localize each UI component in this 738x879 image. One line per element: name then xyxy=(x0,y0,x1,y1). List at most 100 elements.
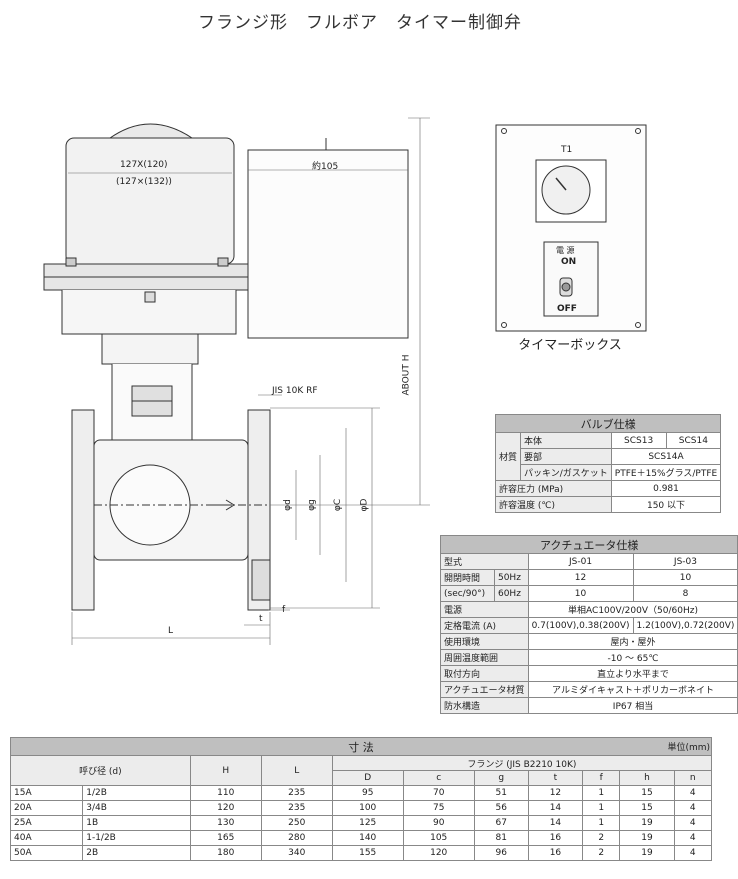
ambient-label: 周囲温度範囲 xyxy=(440,649,529,666)
table-cell: 15A xyxy=(9,785,84,801)
pressure-value: 0.981 xyxy=(610,480,722,497)
on-label: ON xyxy=(561,257,577,267)
table-cell: 19 xyxy=(619,830,675,846)
l-label: L xyxy=(168,626,174,636)
dim-105-label: 約105 xyxy=(312,162,339,172)
flange-col-d: D xyxy=(331,770,404,786)
table-cell: 100 xyxy=(331,800,404,816)
body-value-1: SCS13 xyxy=(610,432,667,449)
temp-label: 許容温度 (℃) xyxy=(495,496,612,513)
main-part-value: SCS14A xyxy=(610,448,722,465)
phi-g-label: φg xyxy=(306,499,317,511)
valve-spec-table: バルブ仕様 材質 本体 SCS13 SCS14 要部 SCS14A パッキン/ガ… xyxy=(494,414,722,513)
table-cell: 4 xyxy=(673,785,713,801)
table-cell: 125 xyxy=(331,815,404,831)
t-label: t xyxy=(259,614,263,624)
table-cell: 280 xyxy=(260,830,333,846)
valve-yoke xyxy=(101,333,199,365)
hz60-label: 60Hz xyxy=(493,585,529,602)
table-cell: 250 xyxy=(260,815,333,831)
timer-box-side xyxy=(247,149,409,339)
off-label: OFF xyxy=(557,304,577,314)
model-2: JS-03 xyxy=(632,553,738,570)
table-cell: 1 xyxy=(581,800,621,816)
table-cell: 2B xyxy=(82,845,191,861)
table-cell: 50A xyxy=(9,845,84,861)
table-cell: 20A xyxy=(9,800,84,816)
body-label: 本体 xyxy=(520,432,612,449)
table-cell: 1B xyxy=(82,815,191,831)
table-cell: 3/4B xyxy=(82,800,191,816)
power-source-value: 単相AC100V/200V（50/60Hz) xyxy=(527,601,738,618)
current-1: 0.7(100V),0.38(200V) xyxy=(527,617,634,634)
page-title: フランジ形 フルボア タイマー制御弁 xyxy=(198,13,522,33)
table-cell: 1 xyxy=(581,785,621,801)
table-cell: 120 xyxy=(189,800,262,816)
valve-drawing xyxy=(43,117,647,645)
packing-value: PTFE＋15%グラス/PTFE xyxy=(610,464,722,481)
time-label-2: (sec/90°) xyxy=(440,585,495,602)
table-cell: 1/2B xyxy=(82,785,191,801)
table-cell: 235 xyxy=(260,800,333,816)
ambient-value: -10 ～ 65℃ xyxy=(527,649,738,666)
table-cell: 2 xyxy=(581,845,621,861)
mount-label: 取付方向 xyxy=(440,665,529,682)
timer-t1-label: T1 xyxy=(561,145,573,155)
hz50-label: 50Hz xyxy=(493,569,529,586)
packing-label: パッキン/ガスケット xyxy=(520,464,612,481)
dim-127b-label: (127×(132)) xyxy=(116,177,172,187)
table-cell: 90 xyxy=(402,815,475,831)
flange-col-n: n xyxy=(673,770,713,786)
table-cell: 120 xyxy=(402,845,475,861)
table-cell: 25A xyxy=(9,815,84,831)
phi-d-label: φd xyxy=(282,499,293,511)
t60-2: 8 xyxy=(632,585,738,602)
flange-header: フランジ (JIS B2210 10K) xyxy=(331,755,713,771)
table-cell: 155 xyxy=(331,845,404,861)
env-value: 屋内・屋外 xyxy=(527,633,738,650)
table-cell: 4 xyxy=(673,845,713,861)
l-header: L xyxy=(260,755,333,786)
flange-col-f: f xyxy=(581,770,621,786)
waterproof-label: 防水構造 xyxy=(440,697,529,714)
phi-D-label: φD xyxy=(359,498,370,512)
table-cell: 105 xyxy=(402,830,475,846)
waterproof-value: IP67 相当 xyxy=(527,697,738,714)
table-cell: 75 xyxy=(402,800,475,816)
unit-label: 単位(mm) xyxy=(667,743,710,753)
power-label: 電 源 xyxy=(556,246,575,255)
actuator-material-label: アクチュエータ材質 xyxy=(440,681,529,698)
table-cell: 95 xyxy=(331,785,404,801)
table-cell: 340 xyxy=(260,845,333,861)
time-label-1: 開閉時間 xyxy=(440,569,495,586)
jis-rf-label: JIS 10K RF xyxy=(272,386,318,396)
table-cell: 15 xyxy=(619,800,675,816)
material-label: 材質 xyxy=(494,432,522,481)
t60-1: 10 xyxy=(527,585,634,602)
actuator-spec-header: アクチュエータ仕様 xyxy=(439,535,738,554)
table-cell: 4 xyxy=(673,815,713,831)
main-part-label: 要部 xyxy=(520,448,612,465)
table-cell: 165 xyxy=(189,830,262,846)
pressure-label: 許容圧力 (MPa) xyxy=(495,480,612,497)
flange-col-t: t xyxy=(527,770,584,786)
actuator-spec-table: アクチュエータ仕様 型式 JS-01 JS-03 開閉時間 50Hz 12 10… xyxy=(439,535,738,714)
nominal-header: 呼び径 (d) xyxy=(10,755,191,786)
table-cell: 16 xyxy=(527,830,584,846)
table-cell: 81 xyxy=(473,830,529,846)
table-cell: 19 xyxy=(619,815,675,831)
phi-c-label: φC xyxy=(333,498,344,512)
table-cell: 4 xyxy=(673,800,713,816)
temp-value: 150 以下 xyxy=(610,496,722,513)
table-cell: 14 xyxy=(527,815,584,831)
table-cell: 70 xyxy=(402,785,475,801)
flange-col-c: c xyxy=(402,770,475,786)
valve-spec-header: バルブ仕様 xyxy=(494,414,722,433)
left-flange xyxy=(71,409,95,611)
actuator-dome xyxy=(108,123,194,139)
t50-1: 12 xyxy=(527,569,634,586)
